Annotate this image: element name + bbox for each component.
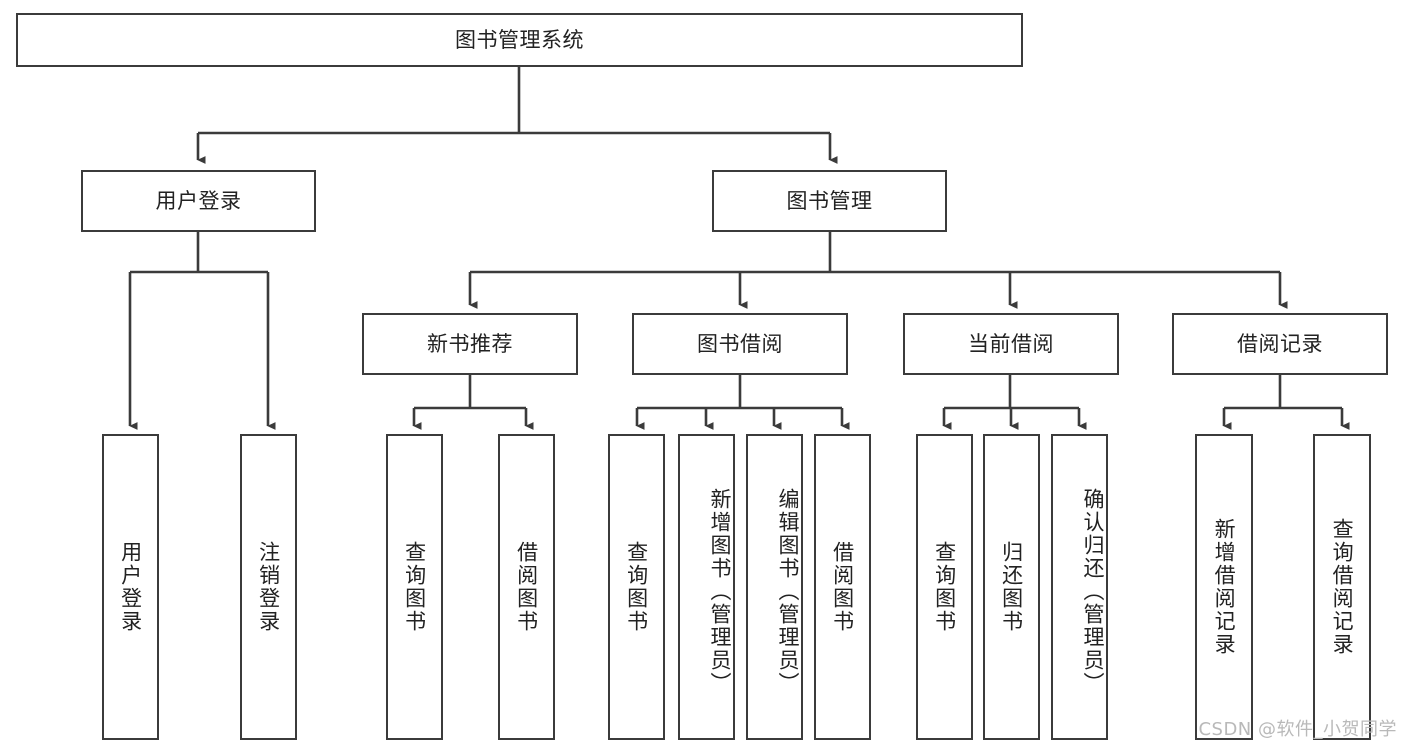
leaf-label: 查询图书 xyxy=(932,541,957,633)
leaf-label: 归还图书 xyxy=(999,541,1024,633)
leaf-label: 新增借阅记录 xyxy=(1212,518,1237,656)
leaf-label: 新增图书（管理员） xyxy=(708,487,732,695)
node-borrow-record-label: 借阅记录 xyxy=(1237,331,1323,356)
leaf-current-borrow-return[interactable]: 归还图书 xyxy=(983,434,1040,740)
leaf-borrow-record-add[interactable]: 新增借阅记录 xyxy=(1195,434,1253,740)
node-user-login[interactable]: 用户登录 xyxy=(81,170,316,232)
node-new-book-recommend-label: 新书推荐 xyxy=(427,331,513,356)
leaf-label: 借阅图书 xyxy=(830,541,855,633)
node-root[interactable]: 图书管理系统 xyxy=(16,13,1023,67)
node-book-management[interactable]: 图书管理 xyxy=(712,170,947,232)
leaf-label: 借阅图书 xyxy=(514,541,539,633)
leaf-user-login-login[interactable]: 用户登录 xyxy=(102,434,159,740)
node-current-borrow-label: 当前借阅 xyxy=(968,331,1054,356)
leaf-label: 编辑图书（管理员） xyxy=(776,487,800,695)
leaf-label: 注销登录 xyxy=(256,541,281,633)
leaf-book-borrow-add[interactable]: 新增图书（管理员） xyxy=(678,434,735,740)
node-root-label: 图书管理系统 xyxy=(455,27,584,52)
leaf-book-borrow-edit[interactable]: 编辑图书（管理员） xyxy=(746,434,803,740)
node-current-borrow[interactable]: 当前借阅 xyxy=(903,313,1119,375)
leaf-new-book-borrow[interactable]: 借阅图书 xyxy=(498,434,555,740)
leaf-book-borrow-query[interactable]: 查询图书 xyxy=(608,434,665,740)
leaf-current-borrow-confirm[interactable]: 确认归还（管理员） xyxy=(1051,434,1108,740)
node-book-borrow[interactable]: 图书借阅 xyxy=(632,313,848,375)
node-book-management-label: 图书管理 xyxy=(786,188,873,213)
leaf-label: 查询图书 xyxy=(402,541,427,633)
node-new-book-recommend[interactable]: 新书推荐 xyxy=(362,313,578,375)
leaf-user-login-logout[interactable]: 注销登录 xyxy=(240,434,297,740)
watermark: CSDN @软件_小贺同学 xyxy=(1198,719,1397,740)
leaf-new-book-query[interactable]: 查询图书 xyxy=(386,434,443,740)
node-borrow-record[interactable]: 借阅记录 xyxy=(1172,313,1388,375)
node-user-login-label: 用户登录 xyxy=(155,188,242,213)
leaf-book-borrow-borrow[interactable]: 借阅图书 xyxy=(814,434,871,740)
leaf-borrow-record-query[interactable]: 查询借阅记录 xyxy=(1313,434,1371,740)
leaf-label: 查询借阅记录 xyxy=(1330,518,1355,656)
leaf-label: 查询图书 xyxy=(624,541,649,633)
node-book-borrow-label: 图书借阅 xyxy=(697,331,783,356)
leaf-current-borrow-query[interactable]: 查询图书 xyxy=(916,434,973,740)
leaf-label: 用户登录 xyxy=(118,541,143,633)
leaf-label: 确认归还（管理员） xyxy=(1081,487,1105,695)
